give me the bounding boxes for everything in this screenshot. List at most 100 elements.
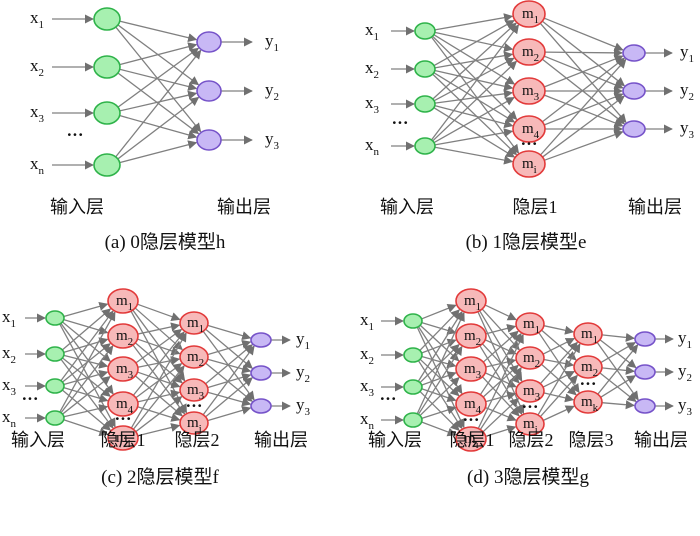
panel-c-hidden-node-label: m4	[116, 396, 134, 416]
panel-c-input-label: x1	[2, 307, 16, 330]
panel-d-hidden-node-label: m3	[464, 361, 482, 381]
panel-d-edge	[417, 345, 463, 416]
panel-c-hidden-node	[179, 311, 209, 335]
panel-b-output-label: y1	[680, 42, 694, 65]
panel-c-edge	[60, 345, 114, 414]
panel-d-ellipsis: ···	[579, 374, 596, 393]
panel-d-hidden-node-label-base: m	[464, 431, 476, 447]
panel-b-input-label-sub: 3	[374, 104, 380, 116]
panel-d-edge	[484, 304, 517, 321]
panel-b-output-label-base: y	[680, 80, 689, 99]
panel-d-edge	[542, 405, 575, 422]
panel-d-edge	[481, 308, 520, 351]
panel-d-output-label: y1	[678, 328, 692, 351]
panel-a-output-label: y3	[265, 129, 280, 152]
panel-b-edge	[433, 19, 515, 67]
panel-a-output-label-base: y	[265, 80, 274, 99]
panel-c-edge	[204, 344, 253, 385]
panel-c-input-label: xn	[2, 407, 17, 430]
panel-a-input-node	[93, 7, 121, 31]
panel-c-edge	[137, 322, 181, 335]
panel-c-edge	[63, 419, 109, 437]
panel-b-edge	[432, 22, 517, 100]
panel-c-input-label-sub: 1	[11, 318, 17, 330]
panel-d-edge	[540, 329, 577, 361]
panel-a-edge	[119, 140, 198, 164]
panel-c-hidden-node-label: m3	[116, 361, 134, 381]
panel-d-edge	[485, 391, 517, 403]
panel-c-edge	[204, 377, 253, 418]
panel-c-edge	[61, 321, 111, 362]
panel-d-edge	[543, 325, 575, 335]
panel-c-hidden-node-label-sub: 2	[128, 336, 134, 348]
panel-c-output-label-sub: 2	[305, 373, 311, 385]
panel-c-hidden-node	[107, 356, 139, 382]
panel-b-caption: (b) 1隐层模型e	[466, 231, 587, 253]
panel-d-edge	[596, 344, 639, 396]
panel-c-caption: (c) 2隐层模型f	[101, 466, 219, 488]
panel-c-edge	[63, 369, 109, 386]
panel-b-input-label-sub: 1	[374, 31, 380, 43]
panel-c-layer-label: 输入层	[11, 430, 65, 450]
panel-d-output-label-sub: 2	[687, 372, 693, 384]
panel-a-input-label-sub: 1	[39, 19, 45, 31]
panel-c-ellipsis: ···	[21, 389, 38, 408]
panel-d-output-node	[634, 364, 656, 380]
panel-b-edge	[430, 24, 520, 141]
panel-c-layer-label: 隐层2	[175, 430, 220, 450]
panel-a-layer-label: 输入层	[50, 197, 104, 217]
panel-c-layer-label: 隐层1	[101, 430, 146, 450]
panel-b-hidden-node	[512, 115, 546, 143]
panel-c-edge	[60, 310, 114, 382]
panel-d-edge	[485, 323, 517, 335]
panel-a-input-node	[93, 153, 121, 177]
panel-a-output-label-base: y	[265, 129, 274, 148]
panel-d-edge	[419, 343, 460, 384]
panel-c-input-label: x3	[2, 375, 17, 398]
panel-d-edge	[600, 341, 636, 364]
panel-d-hidden-node-label-base: m	[523, 383, 535, 399]
panel-d-input-label: x2	[360, 344, 374, 367]
panel-a-input-label-base: x	[30, 154, 39, 173]
panel-b-ellipsis: ···	[391, 113, 408, 132]
panel-c-edge	[61, 376, 111, 415]
panel-d-hidden-node-label: m3	[523, 383, 541, 403]
panel-d-ellipsis: ···	[379, 389, 396, 408]
panel-c-edge	[207, 324, 252, 341]
panel-c-hidden-node-label-base: m	[116, 396, 128, 412]
panel-d-input-label-sub: 3	[369, 387, 375, 399]
panel-b-edge	[434, 89, 514, 104]
panel-c-hidden-node-label-base: m	[116, 328, 128, 344]
panel-c-output-node	[250, 398, 272, 414]
panel-b-output-node	[622, 120, 646, 138]
panel-b-edge	[543, 130, 624, 161]
panel-b-edge	[541, 20, 626, 87]
panel-d-input-label: x1	[360, 310, 374, 333]
panel-b-edge	[434, 51, 514, 69]
panel-c-hidden-node-label-sub: 1	[128, 301, 134, 313]
panel-c-hidden-node-label-sub: 1	[199, 323, 205, 335]
panel-c-output-label: y2	[296, 362, 310, 385]
panel-a-edge	[117, 96, 200, 160]
panel-b-edge	[543, 94, 624, 128]
panel-d-hidden-node-label-base: m	[581, 359, 593, 375]
panel-d-edge	[421, 405, 457, 419]
panel-c-hidden-node-label-base: m	[187, 415, 199, 431]
panel-c-input-label-base: x	[2, 343, 11, 362]
panel-d-edge	[482, 397, 520, 433]
panel-b-input-node	[414, 95, 436, 113]
panel-c-ellipsis: ···	[185, 396, 202, 415]
panel-c-edge	[137, 423, 181, 437]
panel-b-layer-label: 输出层	[628, 197, 682, 217]
panel-c-edge	[135, 396, 183, 433]
panel-d-hidden-node	[455, 288, 487, 314]
panel-c-input-label-sub: n	[11, 418, 17, 430]
panel-c-hidden-node-label-sub: 3	[128, 369, 134, 381]
panel-d-edge	[417, 311, 463, 383]
panel-c-hidden-node-label-base: m	[116, 293, 128, 309]
panel-c-hidden-node-label-base: m	[116, 361, 128, 377]
panel-d-hidden-node-label-sub: 1	[535, 324, 541, 336]
panel-a-layer-label: 输出层	[217, 197, 271, 217]
panel-d-edge	[537, 343, 581, 417]
